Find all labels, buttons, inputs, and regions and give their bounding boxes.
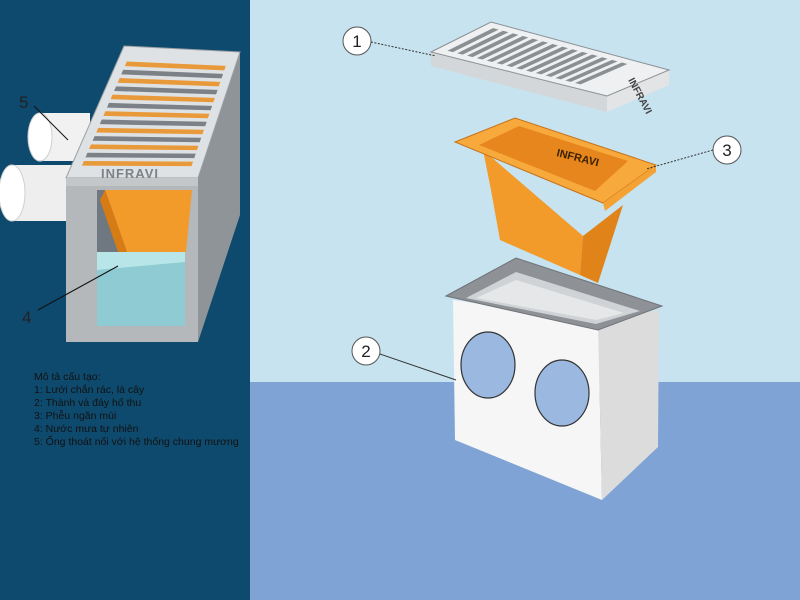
assembled-grate-slot-1 [81, 161, 194, 167]
callout-1-leader [370, 41, 437, 57]
exploded-grate-slot-4 [476, 36, 529, 60]
callout-5-number: 5 [19, 93, 28, 112]
assembled-grate-front-edge [66, 178, 198, 186]
structure-legend: Mô tả cấu tạo: 1: Lưới chắn rác, lá cây … [34, 371, 239, 449]
exploded-drain-box [444, 257, 664, 500]
assembled-drain-illustration: INFRAVI [0, 45, 241, 342]
rainwater-surface [97, 252, 185, 270]
assembled-grate-slot-5 [96, 127, 204, 135]
exploded-grate-slot-3 [467, 33, 519, 58]
exploded-odor-trap: INFRAVI [453, 117, 658, 283]
odor-trap-inside-shade [100, 190, 127, 252]
legend-item-1: 1: Lưới chắn rác, lá cây [34, 384, 145, 396]
assembled-grate-slot-6 [99, 119, 207, 127]
legend-item-3: 3: Phễu ngăn mùi [34, 410, 117, 422]
callout-2-circle [351, 336, 381, 366]
assembled-grate-slot-9 [110, 94, 215, 103]
exploded-grate: INFRAVI [429, 21, 671, 116]
drain-box-pipe-hole-right [534, 359, 590, 427]
exploded-grate-slot-7 [506, 43, 559, 67]
legend-item-5: 5: Ống thoát nối với hệ thống chung mươn… [34, 436, 239, 448]
assembled-grate-slot-8 [106, 102, 213, 111]
assembled-grate-slot-3 [89, 144, 199, 151]
assembled-grate-slot-2 [85, 152, 196, 159]
callout-4-leader [37, 265, 119, 311]
legend-item-2: 2: Thành và đáy hố thu [34, 397, 142, 409]
odor-trap-inside [105, 190, 192, 252]
assembled-grate-slots [81, 61, 226, 167]
callout-4-number: 4 [22, 308, 31, 327]
callout-5-leader [33, 105, 69, 141]
assembled-grate-brand: INFRAVI [101, 166, 159, 181]
exploded-grate-slot-12 [555, 57, 608, 80]
exploded-grate-slot-2 [457, 30, 509, 55]
exploded-grate-slot-6 [496, 41, 549, 65]
exploded-grate-slot-11 [545, 54, 598, 77]
exploded-grate-slot-9 [525, 49, 578, 72]
exploded-grate-slot-8 [516, 46, 568, 70]
callout-2-leader [379, 353, 457, 381]
callout-3-leader [645, 149, 714, 170]
callout-1-circle [342, 26, 372, 56]
exploded-grate-slot-1 [447, 28, 499, 53]
callout-2-number: 2 [361, 342, 370, 361]
assembled-grate-slot-10 [114, 86, 218, 95]
exploded-grate-slot-10 [535, 51, 588, 75]
exploded-grate-slot-13 [565, 59, 618, 82]
legend-title: Mô tả cấu tạo: [34, 371, 101, 383]
drain-box-side-face [198, 52, 240, 342]
assembled-grate-slot-11 [117, 78, 221, 87]
callout-1-number: 1 [352, 32, 361, 51]
assembled-grate-slot-12 [121, 69, 224, 79]
legend-item-4: 4: Nước mưa tự nhiên [34, 423, 139, 435]
assembled-grate-slot-7 [103, 111, 210, 119]
exploded-grate-slot-5 [486, 38, 539, 63]
drain-box-pipe-hole-left [460, 331, 516, 399]
callout-3-number: 3 [722, 141, 731, 160]
assembled-grate-slot-13 [124, 61, 226, 71]
exploded-grate-slots [447, 28, 628, 85]
assembled-grate-slot-4 [92, 136, 202, 143]
exploded-grate-slot-14 [575, 62, 628, 85]
